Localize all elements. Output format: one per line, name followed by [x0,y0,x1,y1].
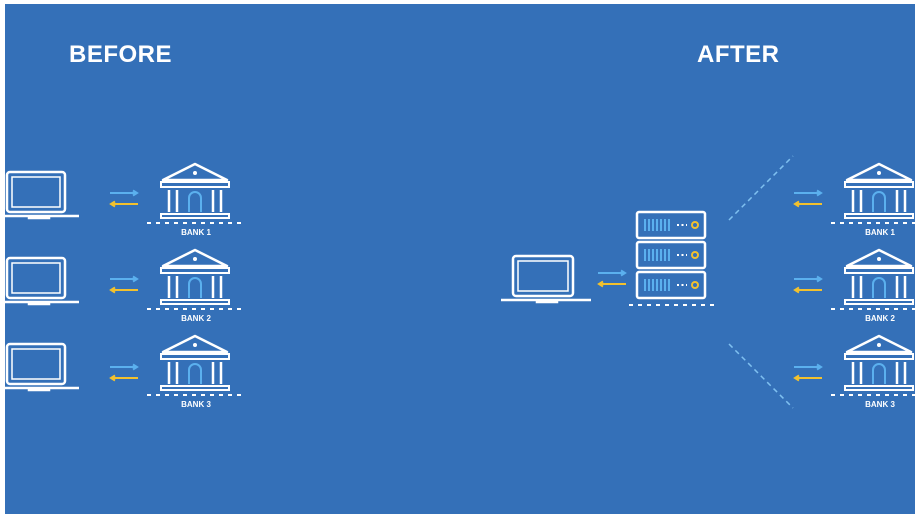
dashed-connector-top [728,155,794,221]
bank-icon [831,162,915,224]
arrow-left-icon [793,286,822,294]
after-bank-1-label: BANK 1 [865,228,895,237]
arrow-right-icon [794,275,823,283]
bank-icon [147,248,243,310]
arrow-right-icon [110,189,139,197]
bank-icon [147,334,243,396]
arrow-right-icon [794,189,823,197]
arrow-left-icon [597,280,626,288]
after-title: AFTER [697,41,780,68]
arrow-left-icon [793,374,822,382]
arrow-right-icon [794,363,823,371]
arrow-right-icon [598,269,627,277]
bank-icon [831,334,915,396]
bank-3-label: BANK 3 [181,400,211,409]
after-bank-3-label: BANK 3 [865,400,895,409]
arrow-right-icon [110,275,139,283]
laptop-icon [5,170,79,220]
dashed-connector-bottom [728,343,794,409]
arrow-left-icon [793,200,822,208]
bank-icon [147,162,243,224]
bank-2-label: BANK 2 [181,314,211,323]
arrow-left-icon [109,200,138,208]
laptop-icon [5,342,79,392]
bank-1-label: BANK 1 [181,228,211,237]
arrow-left-icon [109,374,138,382]
server-icon [629,210,719,306]
laptop-icon [5,256,79,306]
arrow-right-icon [110,363,139,371]
arrow-left-icon [109,286,138,294]
before-title: BEFORE [69,41,173,68]
after-bank-2-label: BANK 2 [865,314,895,323]
diagram-panel: BEFORE AFTER BANK 1 [5,4,915,514]
laptop-icon [501,254,591,304]
bank-icon [831,248,915,310]
